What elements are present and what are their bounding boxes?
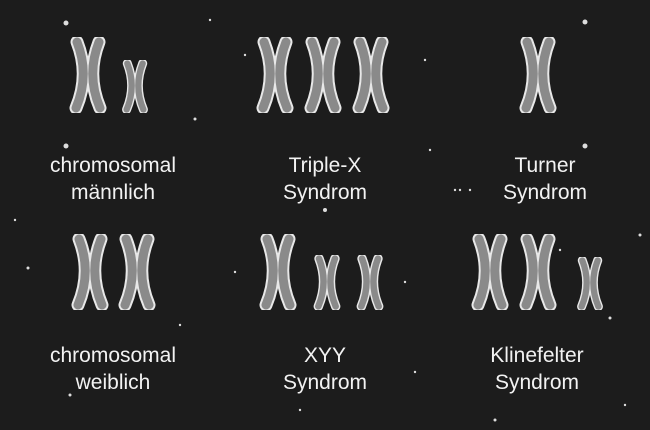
y-chromosome	[355, 255, 385, 310]
y-chromosome	[120, 60, 150, 113]
x-chromosome	[68, 37, 108, 113]
y-chromosome	[576, 257, 604, 310]
x-chromosome	[470, 234, 510, 310]
y-chromosome	[312, 255, 342, 310]
x-chromosome	[351, 37, 391, 113]
x-chromosome	[518, 234, 558, 310]
x-chromosome	[258, 234, 298, 310]
x-chromosome	[303, 37, 343, 113]
x-chromosome	[255, 37, 295, 113]
x-chromosome	[518, 37, 558, 113]
x-chromosome	[117, 234, 157, 310]
x-chromosome	[70, 234, 110, 310]
